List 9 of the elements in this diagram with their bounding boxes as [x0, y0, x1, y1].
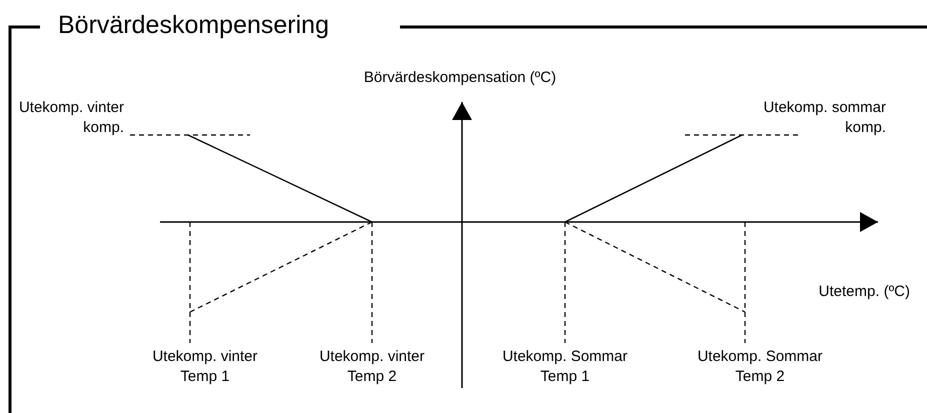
parameter-label: Utekomp. Sommar Temp 2: [696, 347, 824, 387]
parameter-label: Utekomp. vinter Temp 1: [151, 347, 259, 387]
parameter-label: Utekomp. Sommar Temp 1: [501, 347, 629, 387]
parameter-label: Utekomp. vinter Temp 2: [318, 347, 426, 387]
parameter-label: Utekomp. vinter komp.: [18, 98, 124, 138]
axis-title: Börvärdeskompensation (ºC): [362, 68, 558, 88]
axis-title: Utetemp. (ºC): [818, 282, 910, 302]
frame-title: Börvärdeskompensering: [58, 10, 329, 40]
parameter-label: Utekomp. sommar komp.: [762, 98, 886, 138]
